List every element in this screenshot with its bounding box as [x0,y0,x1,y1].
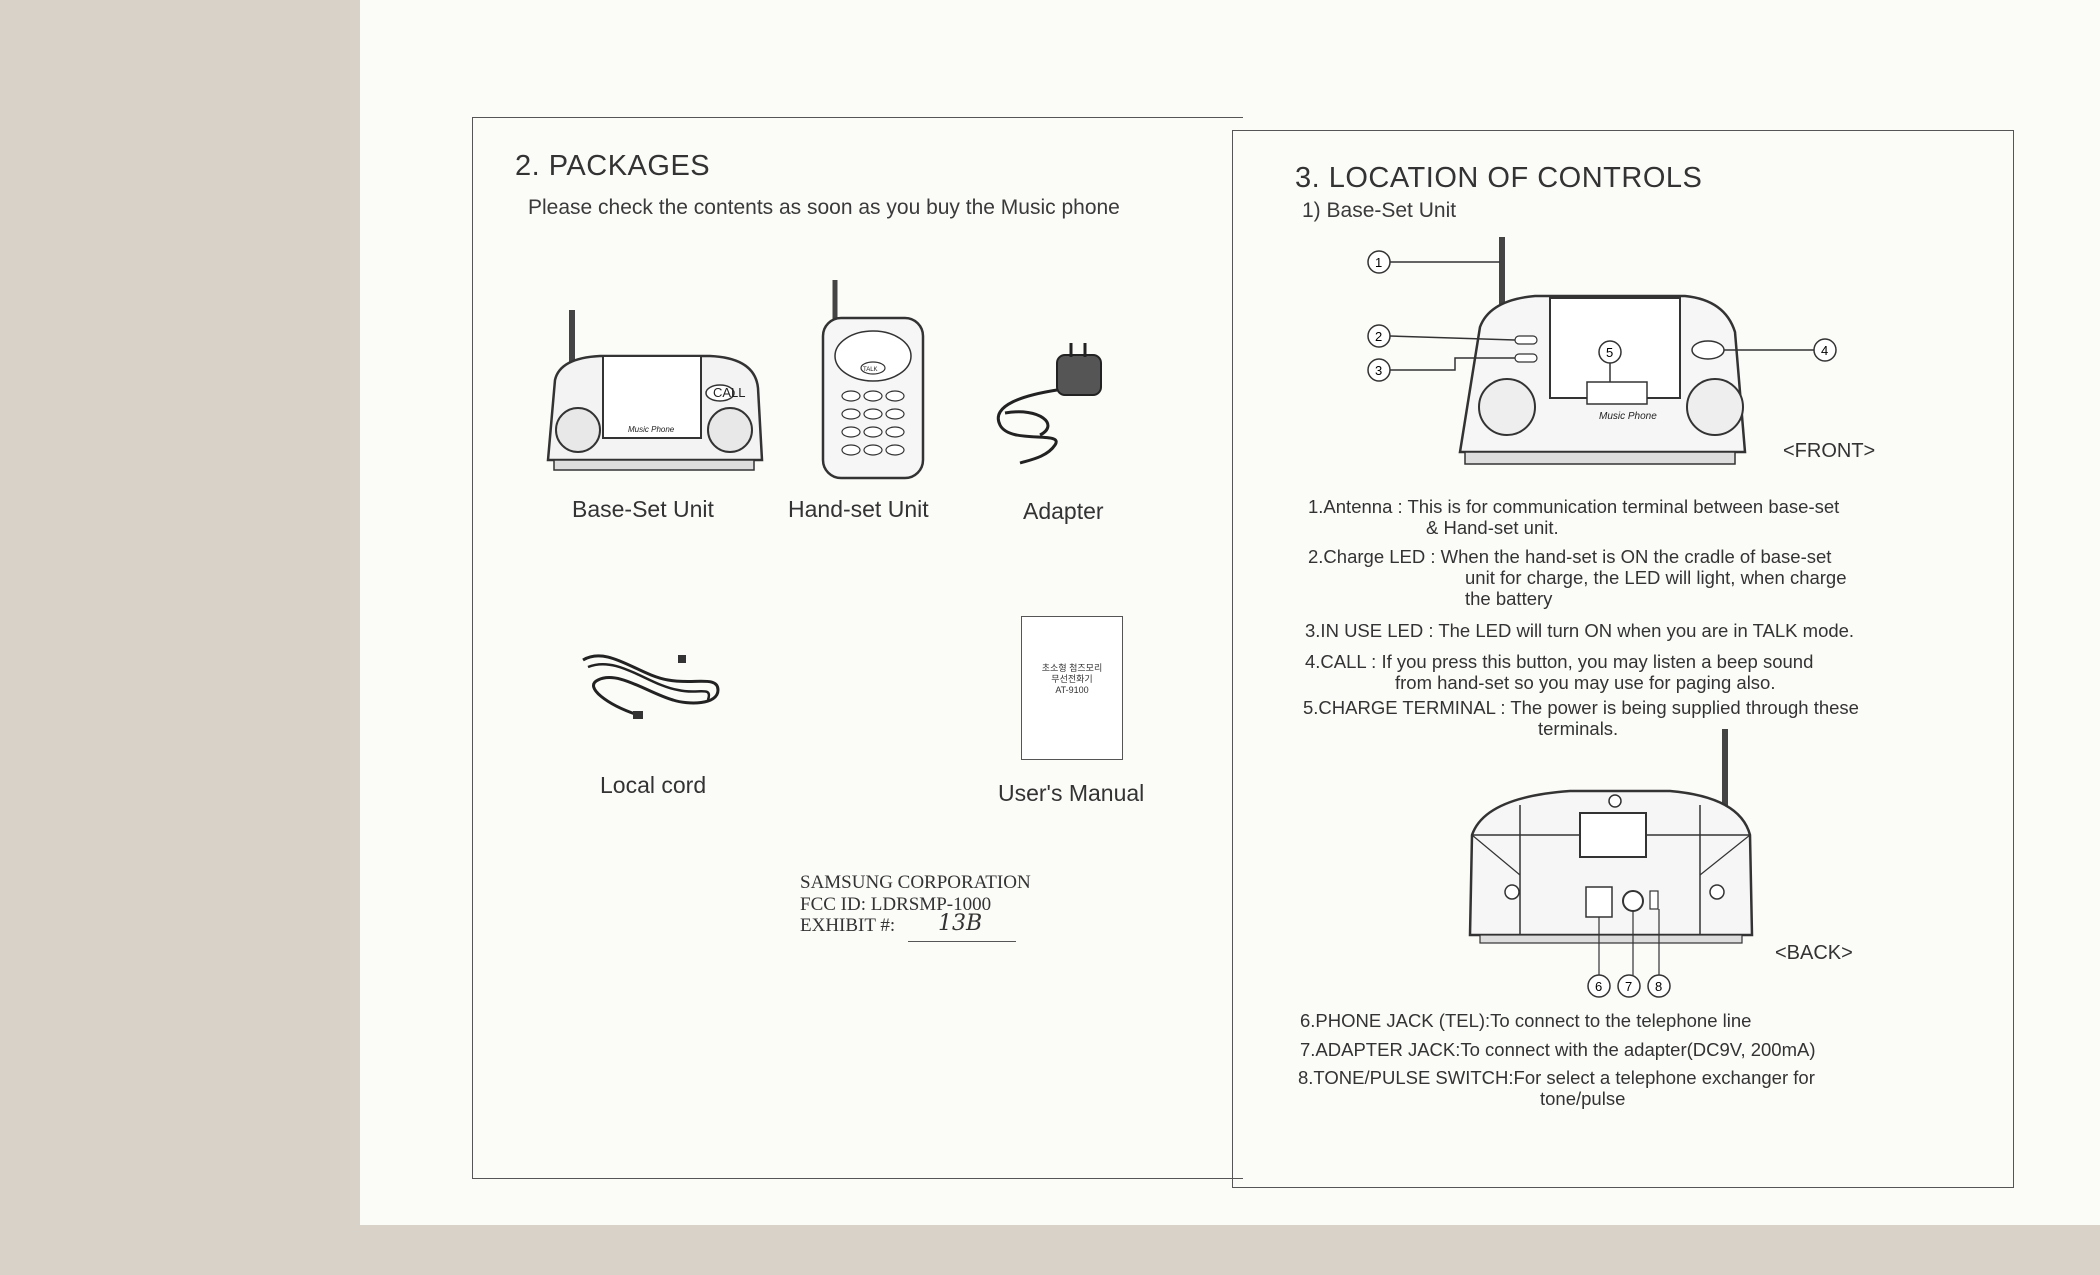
talk-button-label: TALK [863,367,878,373]
base-set-unit-label: Base-Set Unit [572,496,714,522]
manual-cover-line: AT-9100 [1055,685,1089,695]
description-tone-pulse-switch: 8.TONE/PULSE SWITCH:For select a telepho… [1298,1067,1815,1109]
base-set-back-diagram: 6 7 8 [1468,729,1754,998]
base-set-unit-illustration: CALL Music Phone [546,310,764,471]
back-label: <BACK> [1775,942,1853,964]
packages-subtitle: Please check the contents as soon as you… [528,196,1120,219]
manual-cover-illustration: 초소형 첨즈모리 무선전화기 AT-9100 [1021,616,1123,760]
hand-set-unit-label: Hand-set Unit [788,496,929,522]
adapter-label: Adapter [1023,498,1104,524]
front-label: <FRONT> [1783,440,1876,462]
document-page [360,0,2100,1225]
callout-7: 7 [1625,979,1632,994]
stamp-fcc-id: FCC ID: LDRSMP-1000 [800,894,992,915]
description-in-use-led: 3.IN USE LED : The LED will turn ON when… [1305,620,1855,641]
stamp-exhibit-line: 13B [908,905,1016,942]
stamp-exhibit-handwritten: 13B [938,911,983,936]
controls-panel [1232,130,2014,1188]
adapter-illustration [996,343,1102,465]
description-antenna: 1.Antenna : This is for communication te… [1308,496,1840,538]
hand-set-unit-illustration: TALK [821,280,925,480]
description-phone-jack: 6.PHONE JACK (TEL):To connect to the tel… [1300,1010,1752,1031]
controls-subtitle: 1) Base-Set Unit [1302,199,1457,222]
description-call: 4.CALL : If you press this button, you m… [1305,651,1814,693]
users-manual-label: User's Manual [998,780,1145,806]
description-charge-terminal: 5.CHARGE TERMINAL : The power is being s… [1303,697,1859,739]
callout-8: 8 [1655,979,1662,994]
local-cord-label: Local cord [600,772,707,798]
description-charge-led: 2.Charge LED : When the hand-set is ON t… [1308,546,1847,609]
local-cord-illustration [582,654,720,719]
manual-cover-line: 초소형 첨즈모리 [1041,663,1103,673]
callout-4: 4 [1821,343,1828,358]
packages-panel [472,117,1243,1179]
call-button-label: CALL [713,385,746,400]
packages-heading: 2. PACKAGES [515,150,711,182]
front-brand-label: Music Phone [1599,411,1657,422]
description-adapter-jack: 7.ADAPTER JACK:To connect with the adapt… [1300,1039,1816,1060]
manual-cover-line: 무선전화기 [1051,674,1093,684]
callout-5: 5 [1606,345,1613,360]
brand-label: Music Phone [628,425,675,434]
callout-3: 3 [1375,363,1382,378]
callout-2: 2 [1375,329,1382,344]
stamp-company: SAMSUNG CORPORATION [800,872,1031,893]
base-set-front-diagram: Music Phone 1 2 3 4 5 [1367,237,1837,465]
callout-1: 1 [1375,255,1382,270]
controls-heading: 3. LOCATION OF CONTROLS [1295,162,1703,194]
stamp-exhibit-label: EXHIBIT #: [800,915,896,936]
callout-6: 6 [1595,979,1602,994]
